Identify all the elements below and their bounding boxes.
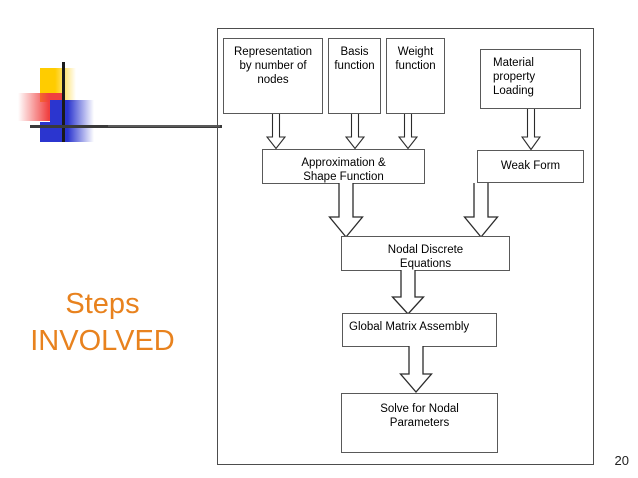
flow-box-solve-line-2: Parameters [389,417,450,429]
flow-box-representation-line-2: by number of [239,60,307,72]
arrow-approximation-to-nodal [328,183,364,239]
flow-box-nodal-line-2: Equations [399,258,452,270]
flow-box-approximation-line-2: Shape Function [303,171,384,183]
flow-box-global-line-1: Global Matrix Assembly [349,321,470,333]
flow-box-nodal-line-1: Nodal Discrete [387,244,464,256]
flow-box-solve-for-nodal-parameters[interactable]: Solve for Nodal Parameters [341,393,498,453]
decorative-logo [12,60,222,152]
flow-box-representation-line-3: nodes [257,74,289,86]
flow-box-weight-function[interactable]: Weight function [386,38,445,114]
flowchart-container: Representation by number of nodes Basis … [217,28,594,465]
flow-box-solve-line-1: Solve for Nodal [380,403,459,415]
logo-horizontal-line-extension [108,125,220,127]
flow-box-weight-line-2: function [395,60,436,72]
arrow-nodal-to-global [391,270,425,316]
flow-box-global-matrix-assembly[interactable]: Global Matrix Assembly [342,313,497,347]
page-title-line-2: INVOLVED [30,325,175,357]
flow-box-material-line-1: Material [493,57,534,69]
flow-box-nodal-discrete-equations[interactable]: Nodal Discrete Equations [341,236,510,271]
flow-box-weight-line-1: Weight [397,46,434,58]
arrow-representation-to-approximation [266,114,286,150]
arrow-global-to-solve [399,346,433,394]
flow-box-weakform-line-1: Weak Form [500,160,561,172]
arrow-basis-to-approximation [345,114,365,150]
flow-box-basis-line-2: function [334,60,375,72]
page-number: 20 [614,453,629,468]
arrow-weight-to-approximation [398,114,418,150]
flow-box-material-line-2: property [493,71,536,83]
flow-box-representation[interactable]: Representation by number of nodes [223,38,323,114]
logo-vertical-line [62,62,65,142]
flow-box-approximation-line-1: Approximation & [301,157,386,169]
flow-box-weak-form[interactable]: Weak Form [477,150,584,183]
page-title: Steps INVOLVED [0,286,205,360]
flow-box-basis-function[interactable]: Basis function [328,38,381,114]
flow-box-representation-line-1: Representation [234,46,312,58]
page-title-line-1: Steps [65,288,140,320]
flow-box-material-line-3: Loading [493,85,534,97]
arrow-material-to-weakform [521,109,541,151]
flow-box-basis-line-1: Basis [340,46,369,58]
flow-box-approximation-shape-function[interactable]: Approximation & Shape Function [262,149,425,184]
arrow-weakform-to-nodal [463,183,499,239]
flow-box-material-property[interactable]: Material property Loading [480,49,581,109]
